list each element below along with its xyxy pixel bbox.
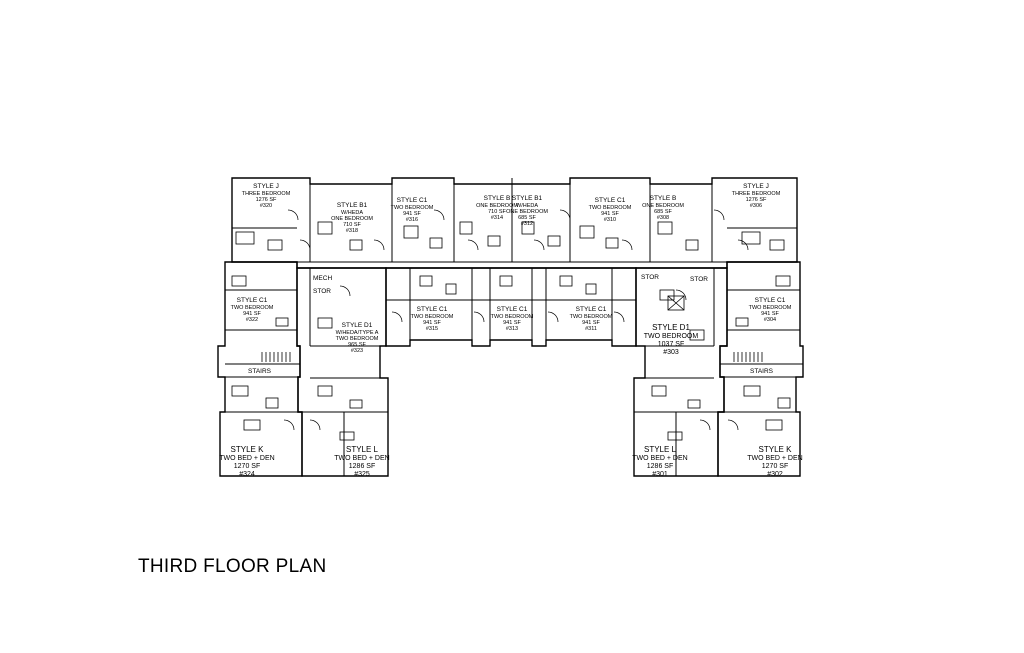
fixtures	[231, 221, 791, 441]
elevator-symbol	[667, 295, 685, 311]
stor-label-right: STOR	[690, 276, 708, 283]
stairs-label-left: STAIRS	[248, 368, 272, 375]
stairs-label-right: STAIRS	[750, 368, 774, 375]
plan-caption: THIRD FLOOR PLAN	[138, 556, 327, 577]
stor-label-left: STOR	[313, 288, 331, 295]
door-swings	[283, 209, 749, 431]
room-labels: MECH STOR STOR STOR STAIRS STAIRS	[248, 274, 774, 375]
mech-label: MECH	[313, 275, 332, 282]
stor-label-center: STOR	[641, 274, 659, 281]
inner-left-block	[296, 267, 389, 477]
stairs-hatching	[261, 352, 763, 362]
